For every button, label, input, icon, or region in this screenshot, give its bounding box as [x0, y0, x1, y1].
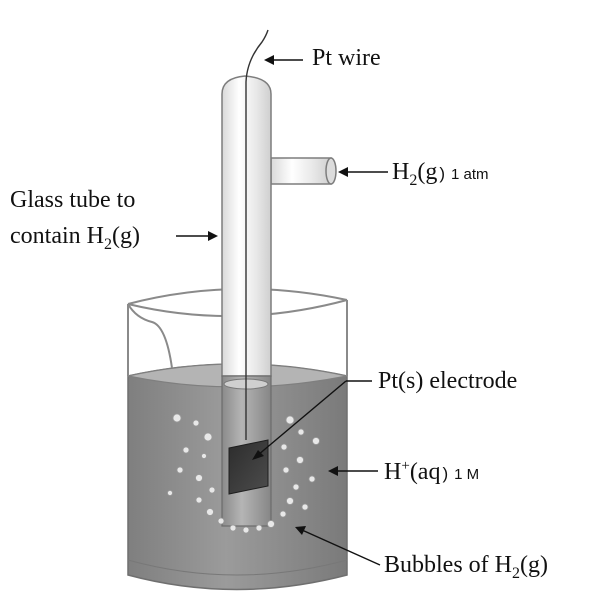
bubbles-state: (g) [520, 552, 548, 578]
pt-wire [245, 29, 269, 440]
bubble [208, 486, 216, 494]
bubble [206, 508, 214, 516]
bubbles-label: Bubbles of H2(g) [384, 552, 548, 582]
bubble [176, 466, 184, 474]
bubble [201, 453, 207, 459]
h2-pressure: 1 atm [451, 166, 489, 183]
bubble [279, 510, 287, 518]
arrowhead [328, 466, 338, 476]
beaker-spout [127, 303, 173, 369]
h2-species: H [392, 159, 410, 185]
glass-tube-subscript: 2 [103, 236, 112, 253]
side-arm-opening [325, 157, 337, 185]
bubble [286, 497, 294, 505]
bubbles-text: Bubbles of H [384, 552, 512, 578]
bubble [172, 413, 182, 423]
hplus-state: (aq [409, 459, 441, 485]
h2-state: (g [417, 159, 438, 185]
bubble [242, 526, 250, 534]
bubble [195, 496, 203, 504]
bubbles-subscript: 2 [512, 565, 520, 582]
glass-tube-label-line2: contain H2(g) [10, 223, 140, 253]
bubbles-leader [301, 529, 381, 566]
bubble [301, 503, 309, 511]
bubble [255, 524, 263, 532]
bubble [292, 483, 300, 491]
hplus-species: H [384, 459, 402, 485]
pt-wire-label: Pt wire [312, 45, 381, 71]
bubble [285, 415, 295, 425]
electrode-label: Pt(s) electrode [378, 368, 518, 394]
arrowhead [208, 231, 218, 241]
bubble [282, 466, 290, 474]
bubble [280, 443, 288, 451]
arrowhead [264, 55, 274, 65]
bubble [296, 456, 304, 464]
h2-close-paren: ) [439, 164, 446, 183]
glass-tube-text: contain H [10, 223, 104, 249]
bubble [312, 437, 320, 445]
electrode-leader-diagonal [257, 380, 347, 456]
side-arm [270, 157, 332, 185]
h2-subscript: 2 [409, 172, 418, 189]
bubble [229, 524, 237, 532]
bubble [267, 520, 275, 528]
glass-tube-label-line1: Glass tube to [10, 187, 136, 213]
h2-gas-label: H2(g) 1 atm [392, 159, 489, 189]
beaker-bottom [127, 559, 348, 576]
bubble [297, 428, 305, 436]
bubble [182, 446, 190, 454]
hplus-label: H+(aq) 1 M [384, 458, 480, 485]
hplus-superscript: + [401, 458, 410, 474]
hplus-close-paren: ) [442, 464, 449, 483]
arrowhead [338, 167, 348, 177]
hplus-concentration: 1 M [454, 466, 480, 483]
bubble [217, 517, 225, 525]
pt-electrode-plate [228, 439, 269, 495]
glass-tube-state: (g) [111, 223, 140, 249]
arrowhead [252, 450, 264, 460]
bubble [308, 475, 316, 483]
bubble [203, 432, 213, 442]
bubble [195, 474, 203, 482]
bubbles [167, 413, 320, 534]
bubble [192, 419, 200, 427]
bubble [167, 490, 173, 496]
arrowhead [295, 526, 306, 535]
leader-lines [176, 55, 388, 566]
